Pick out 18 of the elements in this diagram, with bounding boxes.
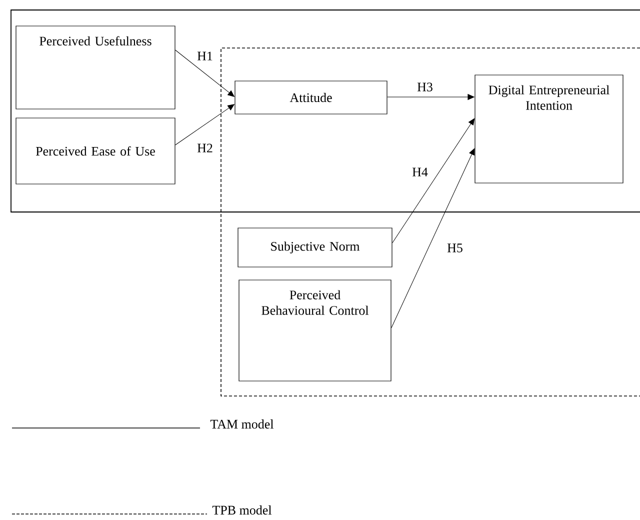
arrow (391, 148, 475, 328)
arrow (175, 104, 234, 146)
arrow (175, 50, 234, 97)
edge-label: H4 (411, 166, 429, 178)
concept-box: Attitude (234, 80, 388, 114)
arrow (392, 118, 475, 244)
concept-box: Subjective Norm (238, 228, 392, 268)
legend-text: TPB model (212, 505, 272, 515)
arrow (387, 94, 474, 100)
concept-box: Perceived Ease of Use (16, 118, 176, 184)
concept-box: Perceived Usefulness (16, 26, 176, 110)
concept-box: Digital Entrepreneurial Intention (474, 74, 624, 184)
edge-label: H2 (196, 142, 214, 154)
edge-label: H5 (446, 242, 464, 254)
legend-text: TAM model (210, 419, 274, 429)
edge-label: H1 (196, 50, 214, 62)
edge-label: H3 (416, 82, 434, 92)
concept-box: Perceived Behavioural Control (238, 280, 392, 382)
